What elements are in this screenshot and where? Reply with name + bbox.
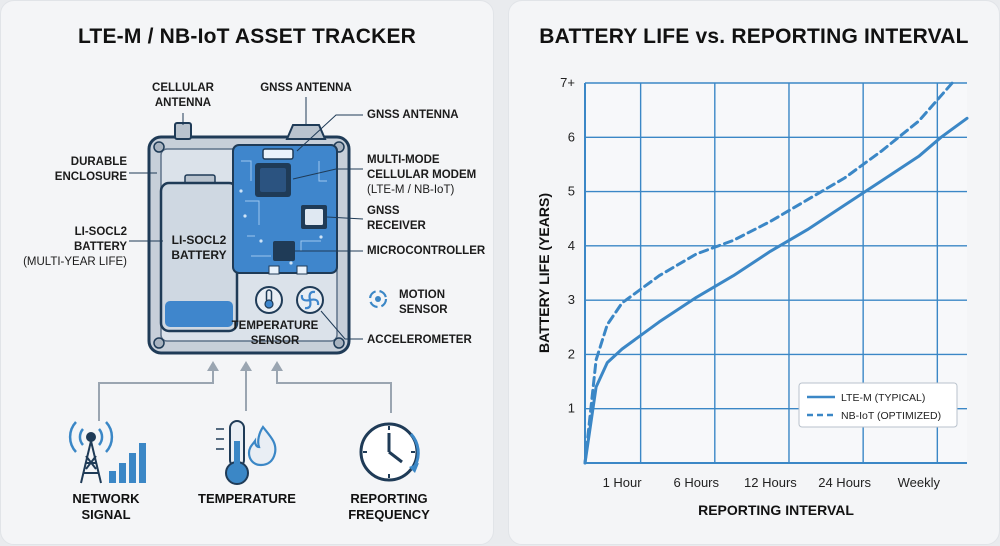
x-tick-label: 1 Hour (603, 475, 643, 490)
battery-callout-title: Li-SoCl2 BATTERY (73, 226, 127, 253)
y-tick-label: 7+ (560, 75, 575, 90)
temperature-input-label: TEMPERATURE (198, 491, 296, 506)
signal-bars-icon (109, 443, 146, 483)
leader-lines (129, 97, 364, 340)
y-tick-label: 3 (568, 292, 575, 307)
y-tick-label: 1 (568, 401, 575, 416)
accelerometer-label: ACCELEROMETER (367, 334, 472, 346)
connector-b (296, 265, 308, 275)
gnss-antenna-housing (285, 124, 327, 140)
connector-a (268, 265, 280, 275)
battery-life-chart: 1 2 3 4 5 6 7+ 1 Hour 6 Hours 12 Hours 24 Hours Wee… (536, 75, 969, 518)
device-diagram-title: LTE-M / NB-IoT ASSET TRACKER (77, 25, 417, 48)
motion-sensor-icon (368, 289, 388, 309)
x-tick-label: 24 Hours (818, 475, 871, 490)
input-arrows (98, 369, 392, 421)
x-axis-title: REPORTING INTERVAL (698, 502, 854, 518)
y-tick-label: 4 (568, 238, 575, 253)
gnss-receiver-chip-face (305, 209, 323, 225)
legend-box (798, 382, 958, 428)
modem-chip (255, 163, 291, 197)
microcontroller-label: MICROCONTROLLER (367, 245, 486, 257)
thermometer-flame-icon (216, 420, 277, 485)
x-tick-label: 6 Hours (673, 475, 719, 490)
durable-enclosure-label: DURABLE ENCLOSURE (54, 156, 127, 183)
chart-panel: BATTERY LIFE vs. REPORTING INTERVAL 1 2 3 4… (508, 0, 1000, 545)
chart-axes (584, 83, 967, 464)
cell-tower-signal-icon (68, 421, 114, 484)
gnss-antenna-side-label: GNSS ANTENNA (367, 109, 459, 121)
modem-callout-title: MULTI-MODE CELLULAR MODEM (367, 154, 477, 181)
modem-callout: MULTI-MODE CELLULAR MODEM (LTE-M / NB-Io… (367, 153, 491, 198)
legend-label: NB-IoT (OPTIMIZED) (841, 410, 941, 422)
modem-callout-sub: (LTE-M / NB-IoT) (367, 184, 455, 196)
chart-legend: LTE-M (TYPICAL) NB-IoT (OPTIMIZED) (798, 382, 958, 428)
battery-callout: Li-SoCl2 BATTERY (MULTI-YEAR LIFE) (15, 225, 127, 270)
legend-label: LTE-M (TYPICAL) (841, 392, 925, 404)
chart-series (583, 81, 969, 465)
y-tick-label: 5 (568, 184, 575, 199)
gnss-antenna-chip (262, 148, 294, 160)
y-tick-label: 2 (568, 346, 575, 361)
battery-cell (159, 174, 239, 333)
series-line-lte-m (583, 116, 969, 465)
microcontroller-chip (273, 241, 295, 261)
battery-callout-sub: (MULTI-YEAR LIFE) (23, 256, 127, 268)
clock-icon (359, 422, 420, 482)
arrow-heads (207, 361, 283, 371)
y-tick-label: 6 (568, 129, 575, 144)
x-tick-label: Weekly (898, 475, 941, 490)
device-diagram-panel: LTE-M / NB-IoT ASSET TRACKER (0, 0, 494, 545)
gnss-antenna-top-label: GNSS ANTENNA (260, 82, 352, 94)
network-signal-label: NETWORK SIGNAL (72, 491, 140, 522)
temperature-sensor-icon (255, 286, 283, 314)
device-diagram-drawing (68, 97, 420, 485)
reporting-frequency-label: REPORTING FREQUENCY (348, 491, 430, 522)
series-line-nb-iot (583, 81, 954, 465)
cellular-antenna-stub (174, 122, 192, 140)
chart-tick-labels: 1 2 3 4 5 6 7+ 1 Hour 6 Hours 12 Hours 24 Hours Wee… (560, 75, 940, 490)
y-axis-title: BATTERY LIFE (YEARS) (536, 193, 552, 353)
gnss-receiver-label: GNSS RECEIVER (367, 205, 426, 232)
chart-title: BATTERY LIFE vs. REPORTING INTERVAL (539, 25, 969, 48)
motion-sensor-label: MOTION SENSOR (399, 289, 448, 316)
battery-inner-label: Li-SoCl2 BATTERY (171, 233, 227, 262)
x-tick-label: 12 Hours (744, 475, 797, 490)
temperature-sensor-label: TEMPERATURE SENSOR (231, 320, 319, 347)
accelerometer-icon (296, 286, 324, 314)
cellular-antenna-label: CELLULAR ANTENNA (152, 82, 214, 109)
